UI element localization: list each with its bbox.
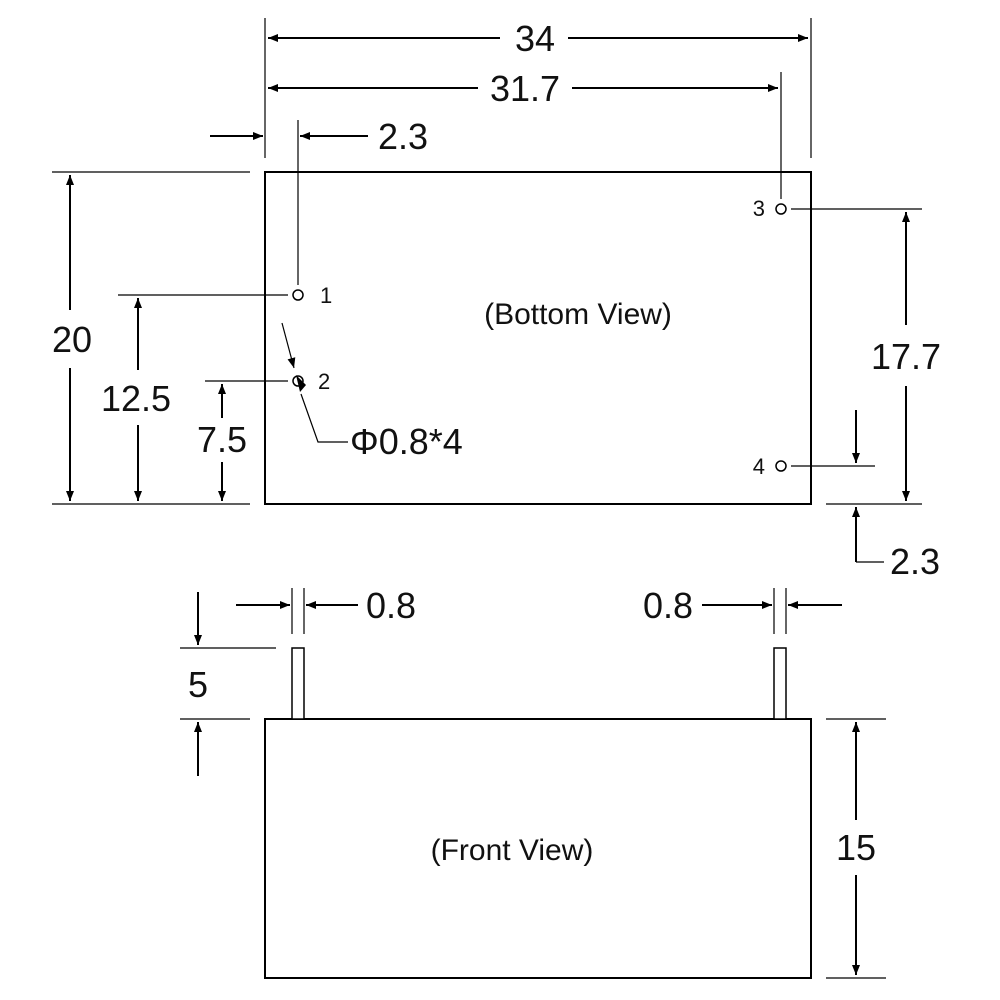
- front-view-label: (Front View): [431, 834, 594, 867]
- dim-pin-width-right: 0.8: [643, 585, 842, 626]
- front-view-outline: [264, 718, 812, 979]
- front-pin-left: [291, 647, 305, 720]
- dim-pin-span-y: 17.7: [871, 212, 941, 501]
- svg-text:17.7: 17.7: [871, 336, 941, 377]
- pin-1-hole: [292, 289, 304, 301]
- pin-3-hole: [775, 203, 787, 215]
- front-pin-right: [773, 647, 787, 720]
- pin-4-label: 4: [753, 454, 765, 479]
- bottom-view-label: (Bottom View): [484, 298, 672, 331]
- svg-text:15: 15: [836, 827, 876, 868]
- hole-diameter-callout: Φ0.8*4: [281, 322, 463, 462]
- pin-2-label: 2: [318, 369, 330, 394]
- svg-text:0.8: 0.8: [643, 585, 693, 626]
- svg-text:2.3: 2.3: [890, 541, 940, 582]
- pin-1-label: 1: [320, 283, 332, 308]
- svg-text:0.8: 0.8: [366, 585, 416, 626]
- svg-text:20: 20: [52, 319, 92, 360]
- dim-pin2-y: 7.5: [197, 384, 247, 501]
- dim-pin-width-left: 0.8: [236, 585, 416, 626]
- dim-pin-offset-left: 2.3: [210, 116, 428, 157]
- svg-text:31.7: 31.7: [490, 68, 560, 109]
- pin-4-hole: [775, 460, 787, 472]
- svg-text:34: 34: [515, 18, 555, 59]
- svg-text:Φ0.8*4: Φ0.8*4: [350, 421, 463, 462]
- dim-pin1-y: 12.5: [101, 298, 171, 501]
- svg-text:7.5: 7.5: [197, 419, 247, 460]
- svg-text:5: 5: [188, 664, 208, 705]
- dim-body-height: 15: [836, 722, 876, 975]
- dim-pin-length: 5: [188, 592, 208, 776]
- dim-pin-offset-bottom: 2.3: [852, 410, 940, 582]
- bottom-view-outline: [264, 171, 812, 505]
- svg-text:12.5: 12.5: [101, 378, 171, 419]
- svg-text:2.3: 2.3: [378, 116, 428, 157]
- dim-width-total: 34: [268, 18, 808, 59]
- dim-height-total: 20: [52, 175, 92, 501]
- pin-3-label: 3: [753, 196, 765, 221]
- dim-pin-span-x: 31.7: [268, 68, 778, 109]
